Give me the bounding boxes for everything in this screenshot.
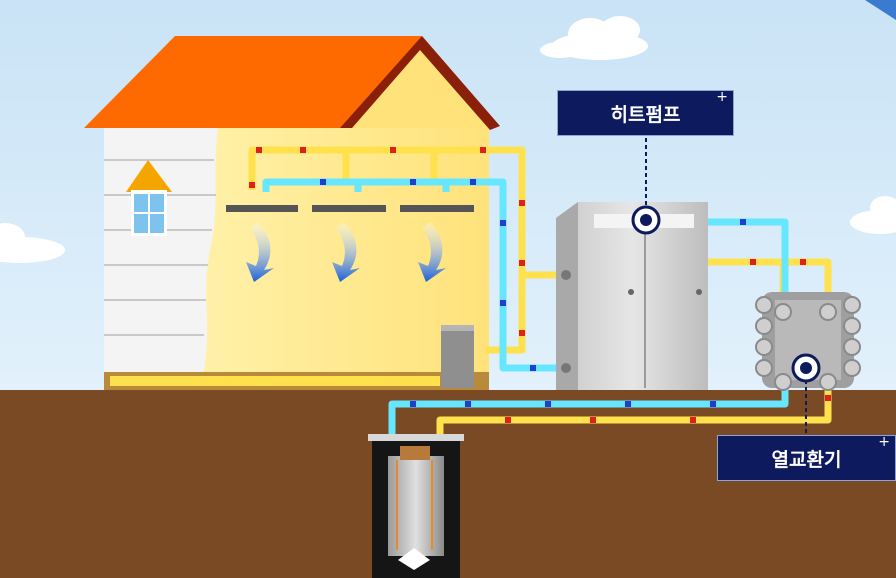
heat-pump-expand-icon[interactable]: + (716, 89, 728, 105)
heat-exchanger-expand-icon[interactable]: + (878, 434, 890, 450)
house (84, 36, 500, 390)
cold-water-pipe (262, 178, 789, 436)
cloud (540, 16, 648, 60)
heat-pump-label[interactable]: 히트펌프 + (557, 89, 734, 136)
heat-pump-marker-icon[interactable] (631, 205, 661, 235)
heat-exchanger-marker-icon[interactable] (791, 353, 821, 383)
heat-exchanger-label-text: 열교환기 (771, 448, 842, 471)
hot-pipe-markers (249, 147, 831, 423)
corner-decoration (865, 0, 896, 20)
cloud (0, 223, 65, 263)
heat-exchanger-label[interactable]: 열교환기 + (717, 434, 896, 481)
airflow-arrow (246, 222, 446, 282)
cloud (850, 196, 896, 234)
junction-box (441, 325, 474, 388)
cold-pipe-markers (320, 179, 746, 407)
indoor-unit (226, 205, 474, 212)
heat-pump-label-text: 히트펌프 (610, 103, 681, 126)
ground-well (368, 434, 464, 578)
